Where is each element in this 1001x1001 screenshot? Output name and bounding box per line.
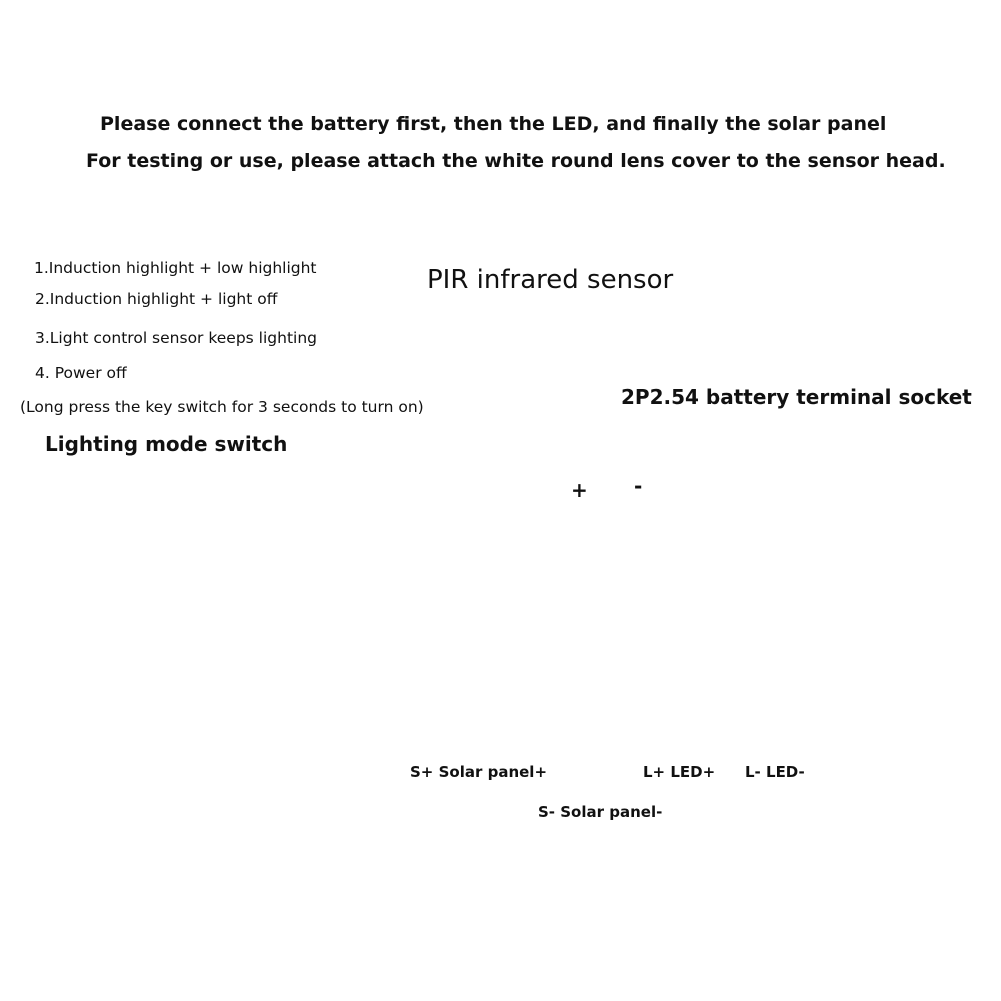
board-model: YX-402: [148, 628, 248, 661]
l-minus-callout: L- LED-: [745, 763, 805, 781]
pad-label-s-plus: S+: [537, 667, 560, 687]
instruction-line-1: Please connect the battery first, then t…: [100, 113, 887, 135]
s-plus-callout: S+ Solar panel+: [410, 763, 548, 781]
mode-4: 4. Power off: [35, 364, 127, 382]
mount-hole: [760, 682, 790, 712]
ic-chip: [332, 622, 400, 678]
mount-hole: [152, 572, 182, 602]
pad-label-s-minus: S-: [588, 667, 606, 687]
switch-callout: Lighting mode switch: [45, 432, 288, 456]
pcb-board: [130, 535, 806, 725]
mode-3: 3.Light control sensor keeps lighting: [35, 329, 318, 347]
s-minus-callout: S- Solar panel-: [538, 803, 663, 821]
mount-hole: [145, 682, 175, 712]
resistor-code: 101: [683, 665, 700, 676]
diode: [555, 628, 605, 663]
battery-connector: [565, 505, 652, 620]
mount-hole: [760, 570, 790, 600]
l-plus-callout: L+ LED+: [643, 763, 716, 781]
plus-label: +: [571, 478, 588, 502]
photo-background: [110, 500, 830, 738]
instruction-line-2: For testing or use, please attach the wh…: [86, 150, 946, 172]
minus-label: -: [634, 474, 643, 498]
battery-callout: 2P2.54 battery terminal socket: [621, 385, 972, 409]
solder-pads: [537, 692, 731, 716]
tactile-switch: [218, 540, 298, 610]
leader-lines: [177, 295, 775, 803]
pir-sensor: [420, 505, 520, 635]
mode-1: 1.Induction highlight + low highlight: [34, 259, 317, 277]
mode-2: 2.Induction highlight + light off: [35, 290, 278, 308]
mode-note: (Long press the key switch for 3 seconds…: [20, 398, 424, 416]
pir-callout: PIR infrared sensor: [427, 265, 674, 295]
